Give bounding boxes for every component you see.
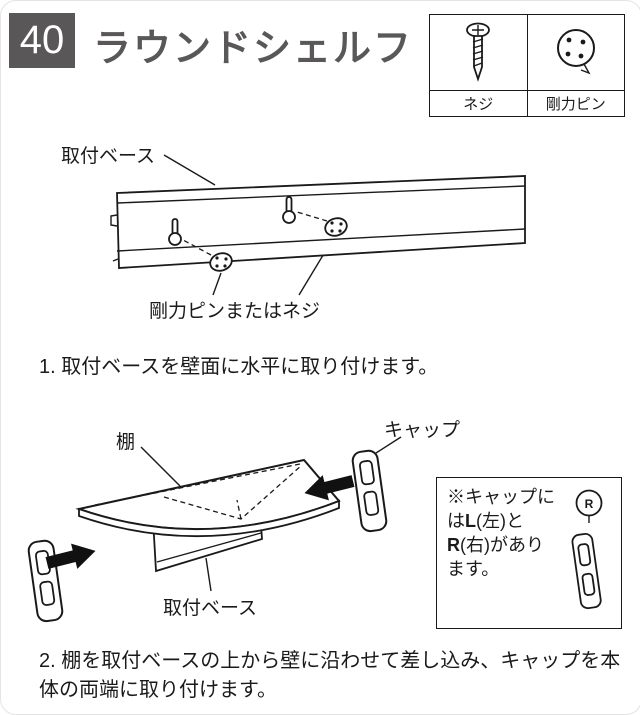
insert-arrow-left [45, 543, 96, 569]
screw-icon [430, 15, 527, 90]
note-box: ※キャップにはL(左)とR(右)があります。 R [436, 477, 622, 629]
diagram-mounting-base: 取付ベース 剛力ピンまたはネジ [1, 139, 640, 344]
page-number-badge: 40 [9, 13, 75, 68]
hidden-lines [94, 463, 303, 520]
label-pin-or-screw: 剛力ピンまたはネジ [149, 301, 321, 322]
insert-arrow-right [304, 475, 355, 501]
shelf-board [75, 458, 341, 538]
pin-right [296, 211, 348, 237]
step-2-text: 2. 棚を取付ベースの上から壁に沿わせて差し込み、キャップを本体の両端に取り付け… [39, 650, 621, 701]
mounting-rail [110, 175, 526, 269]
cap-right [351, 449, 388, 533]
label-cap: キャップ [384, 420, 461, 441]
label-mounting-base: 取付ベース [61, 146, 156, 167]
step-1-text: 1. 取付ベースを壁面に水平に取り付けます。 [39, 356, 439, 378]
note-bold-r: R [447, 534, 460, 555]
part-cell-pin: 剛力ピン [526, 15, 625, 116]
note-text-segment: (左)と [476, 510, 524, 531]
pin-left [182, 239, 233, 272]
leader-lines [140, 436, 402, 592]
diagram-shelf-assembly: 棚 キャップ 取付ベース ※キャップにはL(左)とR(右)があります。 R [1, 401, 640, 643]
label-mounting-base-2: 取付ベース [163, 598, 258, 619]
part-label-screw: ネジ [430, 90, 527, 116]
note-cap-icons: R [557, 486, 617, 622]
cap-r-mark: R [585, 497, 594, 511]
part-cell-screw: ネジ [430, 15, 527, 116]
cap-left [27, 539, 64, 623]
cap-side-icon [571, 533, 602, 610]
keyhole-left [168, 218, 182, 246]
page-title: ラウンドシェルフ [93, 28, 414, 70]
label-shelf: 棚 [116, 432, 136, 453]
note-text: ※キャップにはL(左)と R(右)があります。 [447, 486, 555, 622]
note-bold-l: L [465, 510, 476, 531]
cap-r-end-icon: R [575, 489, 603, 523]
parts-legend: ネジ 剛力ピン [429, 14, 625, 117]
pin-icon [528, 15, 625, 90]
part-label-pin: 剛力ピン [527, 90, 624, 116]
note-text-segment: (右)があります。 [447, 534, 544, 579]
keyhole-right [282, 196, 296, 224]
note-text-segment: ※キャップには [447, 487, 555, 531]
